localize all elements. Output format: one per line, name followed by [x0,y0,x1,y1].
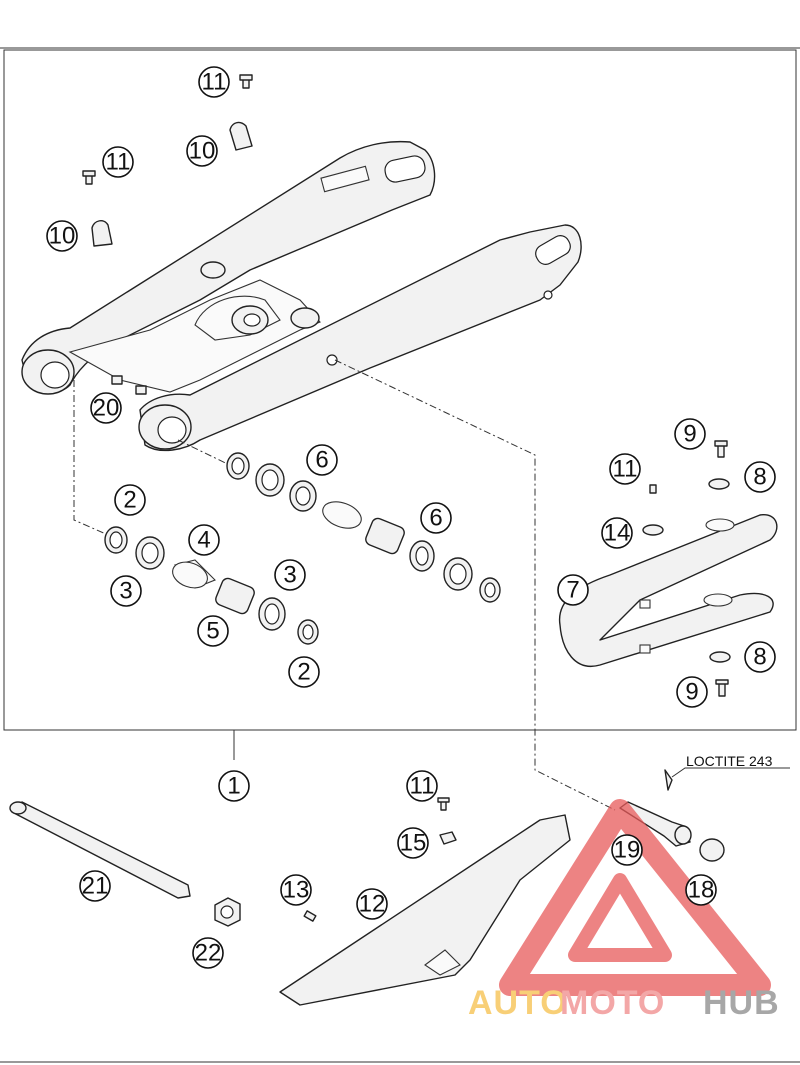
chain-slider [558,514,778,667]
watermark-hub: HUB [703,984,780,1022]
callout-4: 4 [188,524,220,556]
callout-text: 11 [202,69,227,96]
callout-10: 10 [186,135,218,167]
loctite-label: LOCTITE 243 [686,753,773,769]
callout-2: 2 [288,656,320,688]
alignment-line-shaft [334,359,616,811]
callout-text: 9 [683,421,696,448]
callout-11: 11 [609,453,641,485]
chain-guide [279,814,571,1006]
callout-20: 20 [90,392,122,424]
callout-19: 19 [611,834,643,866]
callout-text: 19 [614,837,641,864]
callout-9: 9 [674,418,706,450]
callout-text: 11 [106,149,131,176]
callout-text: 12 [359,891,386,918]
callout-text: 21 [82,873,109,900]
callout-3: 3 [274,559,306,591]
callout-11: 11 [198,66,230,98]
callout-text: 22 [195,940,222,967]
pivot-parts-left [104,526,319,645]
watermark-auto: AUTO [468,984,568,1022]
guide-screws [303,797,457,922]
callout-text: 15 [400,830,427,857]
callout-11: 11 [406,770,438,802]
callout-3: 3 [110,575,142,607]
callout-8: 8 [744,461,776,493]
callout-text: 5 [206,618,219,645]
callout-6: 6 [306,444,338,476]
callout-text: 20 [93,395,120,422]
callout-text: 13 [283,877,310,904]
callout-6: 6 [420,502,452,534]
screw-left [82,170,96,185]
callout-text: 7 [566,577,579,604]
callout-text: 6 [429,505,442,532]
callout-11: 11 [102,146,134,178]
alignment-line-left [73,380,116,539]
callout-text: 3 [283,562,296,589]
callout-text: 10 [49,223,76,250]
callout-15: 15 [397,827,429,859]
pivot-parts-right [226,452,501,603]
callout-14: 14 [601,517,633,549]
callout-10: 10 [46,220,78,252]
loctite-leader [671,767,790,778]
callout-text: 8 [753,464,766,491]
callout-text: 11 [410,773,435,800]
pivot-axle [9,801,191,899]
callout-text: 1 [227,773,240,800]
callout-text: 3 [119,578,132,605]
callout-9: 9 [676,676,708,708]
screw-pivot [111,375,147,395]
callout-2: 2 [114,484,146,516]
callout-1: 1 [218,770,250,802]
callout-text: 9 [685,679,698,706]
callout-text: 18 [688,877,715,904]
screw-top [239,74,253,89]
callout-text: 14 [604,520,631,547]
callout-text: 4 [197,527,210,554]
cable-clip-lower [91,220,113,247]
swingarm-assembly-frame [3,49,797,731]
alignment-line-right-pivot [177,439,241,471]
callout-text: 6 [315,447,328,474]
callout-22: 22 [192,937,224,969]
chain-adjuster-bolt [619,769,725,862]
callout-13: 13 [280,874,312,906]
watermark-moto: MOTO [560,984,665,1022]
callout-text: 2 [123,487,136,514]
swingarm [21,140,582,452]
callout-text: 2 [297,659,310,686]
chain-slider-hardware [642,440,731,697]
callout-text: 11 [613,456,638,483]
callout-text: 10 [189,138,216,165]
callout-5: 5 [197,615,229,647]
callout-7: 7 [557,574,589,606]
callout-8: 8 [744,641,776,673]
cable-clip-upper [229,121,253,151]
callout-18: 18 [685,874,717,906]
callout-12: 12 [356,888,388,920]
axle-nut [214,897,241,927]
callout-21: 21 [79,870,111,902]
callout-text: 8 [753,644,766,671]
